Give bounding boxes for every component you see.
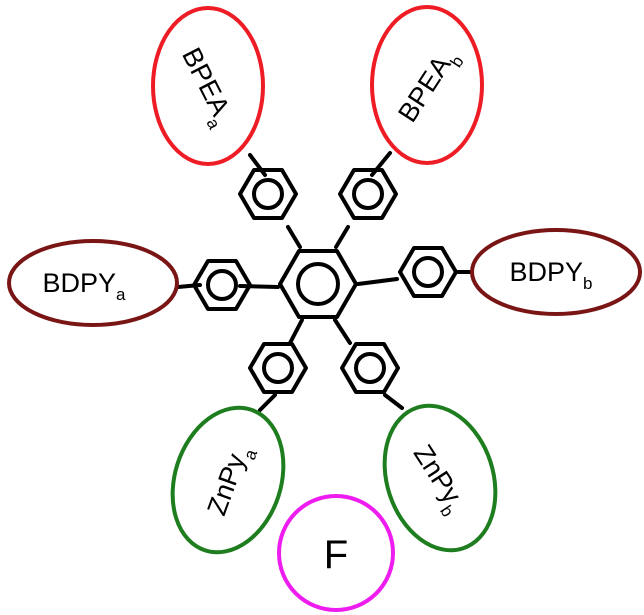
znpy-a-ellipse bbox=[170, 405, 286, 555]
phenyl-rings bbox=[192, 168, 458, 394]
unit-bdpy-b: BDPYb bbox=[470, 228, 642, 316]
unit-free: F bbox=[277, 494, 395, 612]
phenyl-left bbox=[192, 259, 252, 311]
unit-bdpy-a: BDPYa bbox=[7, 239, 179, 327]
unit-bpea-b: BPEAb bbox=[370, 5, 484, 165]
unit-znpy-a: ZnPya bbox=[170, 405, 286, 555]
phenyl-lower-right bbox=[340, 342, 400, 394]
bpea-a-ellipse bbox=[151, 6, 265, 166]
bdpy-a-ellipse bbox=[7, 239, 179, 327]
bond-znpy-a bbox=[258, 393, 277, 412]
free-label: F bbox=[324, 533, 348, 577]
linker-bonds bbox=[176, 151, 474, 412]
phenyl-lower-left bbox=[248, 342, 308, 394]
bond-core-right bbox=[356, 277, 399, 286]
bdpy-b-ellipse bbox=[470, 228, 642, 316]
bpea-b-ellipse bbox=[370, 5, 484, 165]
bond-znpy-b bbox=[383, 393, 404, 410]
central-ring-circle bbox=[296, 262, 340, 306]
core-bonds bbox=[238, 225, 399, 345]
free-circle bbox=[277, 494, 395, 612]
phenyl-right bbox=[398, 246, 458, 298]
bond-core-upper-right bbox=[334, 225, 350, 249]
bond-core-upper-left bbox=[286, 225, 302, 249]
bond-core-left bbox=[238, 284, 280, 289]
central-ring bbox=[278, 249, 358, 319]
bdpy-b-label: BDPYb bbox=[510, 257, 593, 293]
bdpy-a-label: BDPYa bbox=[43, 268, 127, 304]
unit-bpea-a: BPEAa bbox=[151, 6, 265, 166]
phenyl-upper-right bbox=[338, 168, 398, 220]
central-ring-hexagon bbox=[278, 249, 358, 319]
znpy-b-ellipse bbox=[382, 403, 498, 553]
phenyl-upper-left bbox=[238, 168, 298, 220]
bond-core-lower-left bbox=[288, 318, 304, 345]
bond-core-lower-right bbox=[333, 318, 352, 345]
unit-znpy-b: ZnPyb bbox=[382, 403, 498, 553]
